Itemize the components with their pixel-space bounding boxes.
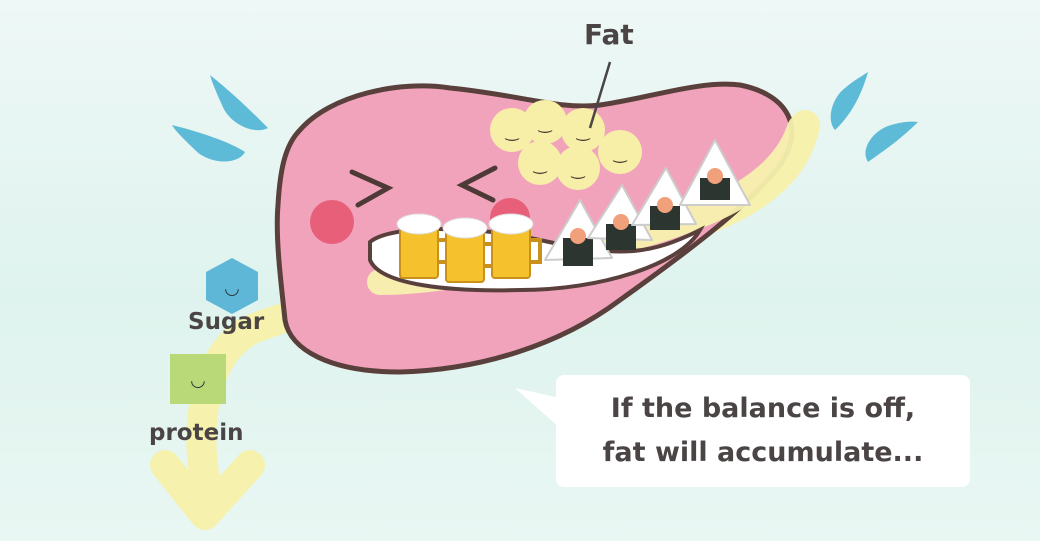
speech-line-1: If the balance is off,: [610, 393, 916, 424]
rice-ball-icon: [631, 167, 697, 230]
beer-mugs: [396, 213, 542, 283]
fat-blob-icon: ‿: [523, 100, 567, 144]
left-cheek: [310, 200, 354, 244]
protein-label: protein: [149, 420, 244, 446]
rice-ball-icon: [587, 184, 653, 250]
rice-ball-icon: [544, 199, 613, 266]
fat-blob-icon: ‿: [518, 141, 562, 185]
sweat-drops-right: [830, 72, 918, 162]
fat-label: Fat: [584, 18, 634, 51]
sugar-hexagon-icon: ◡: [206, 258, 258, 314]
svg-text:◡: ◡: [190, 370, 206, 391]
fat-blob-icon: ‿: [598, 130, 642, 174]
sweat-drop-icon: [172, 125, 245, 162]
speech-bubble: If the balance is off, fat will accumula…: [556, 375, 970, 487]
fat-blob-icon: ‿: [561, 108, 605, 152]
fat-blob-icon: ‿: [490, 108, 534, 152]
sweat-drop-icon: [210, 75, 268, 131]
speech-bubble-tail: [515, 388, 560, 428]
svg-text:‿: ‿: [576, 122, 591, 142]
svg-text:◡: ◡: [224, 278, 240, 299]
liver-face: [349, 165, 498, 208]
beer-mug-icon: [396, 213, 450, 279]
sugar-label: Sugar: [188, 309, 265, 335]
speech-line-2: fat will accumulate...: [602, 437, 924, 468]
fat-blobs: ‿ ‿ ‿ ‿ ‿ ‿: [490, 100, 642, 190]
sweat-drop-icon: [865, 121, 918, 162]
svg-text:‿: ‿: [538, 114, 553, 134]
rice-balls: [544, 139, 751, 266]
fat-pointer-line: [588, 61, 612, 129]
beer-mug-icon: [442, 217, 496, 283]
svg-text:‿: ‿: [505, 122, 520, 142]
sweat-drop-icon: [830, 72, 868, 130]
svg-text:‿: ‿: [571, 160, 586, 180]
fat-blob-icon: ‿: [556, 146, 600, 190]
speech-bubble-text: If the balance is off, fat will accumula…: [556, 387, 970, 475]
liver-illustration: [274, 81, 795, 375]
svg-text:‿: ‿: [613, 144, 628, 164]
sweat-drops-left: [172, 75, 268, 162]
svg-text:‿: ‿: [533, 155, 548, 175]
rice-ball-icon: [679, 139, 751, 206]
protein-square-icon: ◡: [170, 354, 226, 404]
beer-mug-icon: [488, 213, 542, 279]
